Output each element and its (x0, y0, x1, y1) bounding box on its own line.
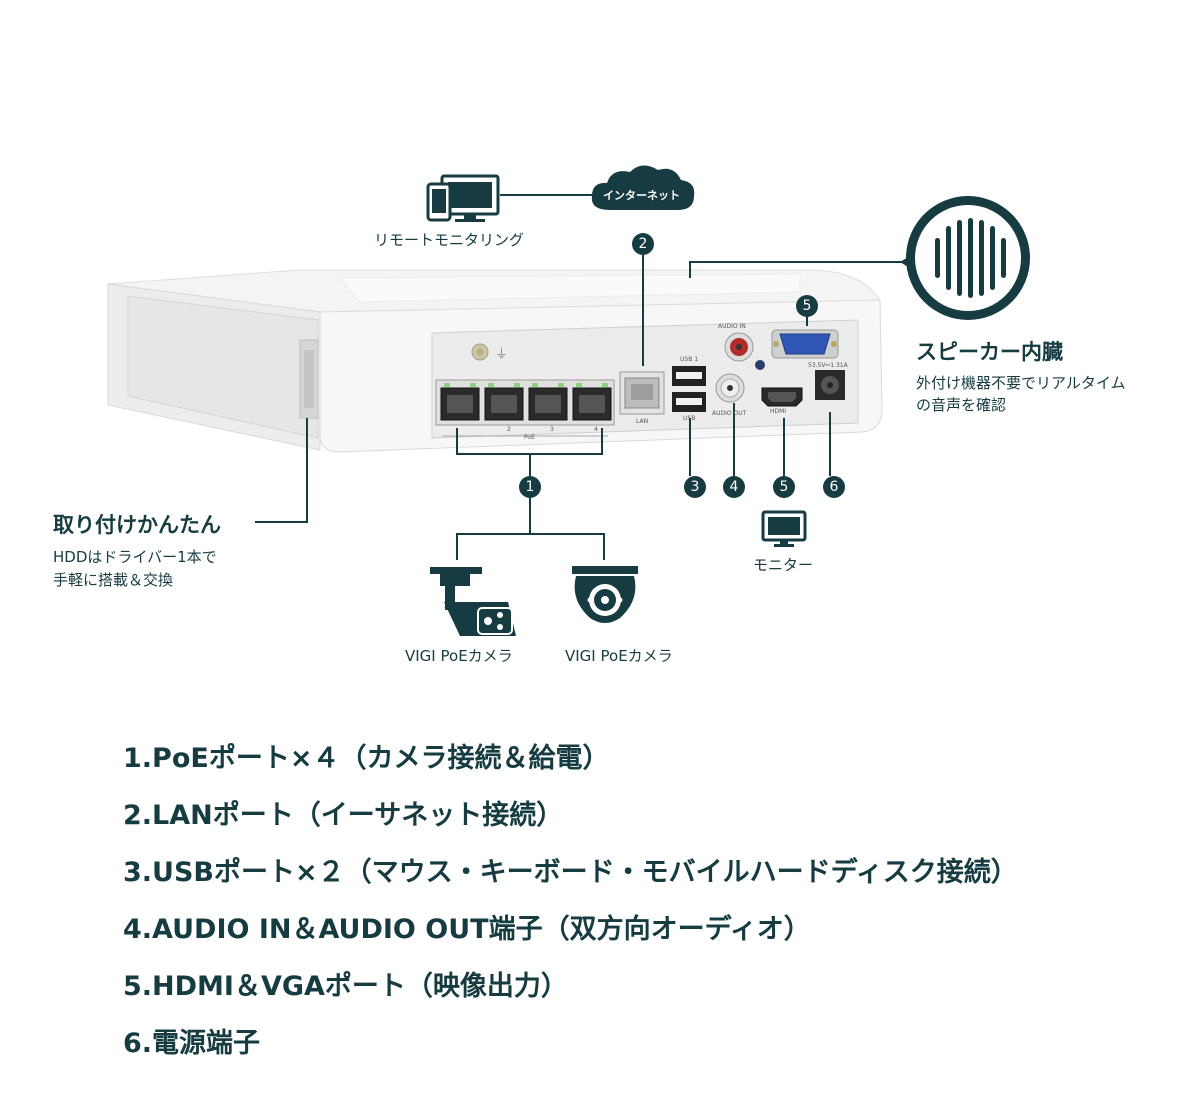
power-rating-label: 53.5V⎓1.31A (808, 362, 848, 369)
mount-desc-line1: HDDはドライバー1本で (53, 548, 217, 566)
legend-item-poe: 1.PoEポート×４（カメラ接続＆給電） (123, 743, 610, 774)
port-4-label: 4 (594, 426, 598, 433)
lan-label: LAN (636, 418, 649, 425)
mount-desc-line2: 手軽に搭載＆交換 (53, 571, 174, 589)
speaker-title: スピーカー内臓 (916, 340, 1063, 364)
callout-4: 4 (723, 476, 745, 498)
callout-3: 3 (684, 476, 706, 498)
monitor-label: モニター (753, 556, 814, 574)
audio-in-label: AUDIO IN (718, 323, 746, 330)
callout-5-hdmi: 5 (773, 476, 795, 498)
svg-text:⏚: ⏚ (495, 347, 508, 362)
internet-label: インターネット (603, 189, 680, 202)
audio-out-label: AUDIO OUT (712, 410, 747, 417)
port-3-label: 3 (550, 426, 554, 433)
usb-label: USB (683, 415, 696, 422)
poe-label: PoE (524, 434, 535, 441)
remote-monitor-icon (426, 174, 500, 222)
speaker-desc-line2: の音声を確認 (916, 396, 1007, 414)
legend-item-lan: 2.LANポート（イーサネット接続） (123, 800, 564, 831)
hdmi-port (761, 387, 803, 407)
vga-port (771, 329, 839, 359)
connector-lines (255, 194, 910, 560)
audio-jacks (715, 332, 765, 403)
nvr-device: ⏚ (107, 269, 883, 453)
internet-cloud (591, 165, 695, 210)
callout-2: 2 (632, 233, 654, 255)
usb-ports (672, 366, 706, 412)
lan-port (619, 371, 665, 415)
bullet-camera-icon (430, 567, 516, 636)
legend-item-power: 6.電源端子 (123, 1028, 261, 1059)
power-port (815, 370, 845, 400)
speaker-desc-line1: 外付け機器不要でリアルタイム (916, 374, 1126, 392)
mount-title: 取り付けかんたん (53, 513, 221, 537)
monitor-icon (761, 510, 807, 547)
legend-item-video: 5.HDMI＆VGAポート（映像出力） (123, 971, 568, 1002)
callout-1: 1 (519, 476, 541, 498)
legend-item-usb: 3.USBポート×２（マウス・キーボード・モバイルハードディスク接続） (123, 857, 1018, 888)
poe-ports (435, 379, 615, 437)
remote-monitoring-label: リモートモニタリング (374, 231, 525, 249)
dome-camera-label: VIGI PoEカメラ (565, 647, 673, 665)
callout-5-vga: 5 (796, 295, 818, 317)
dome-camera-icon (572, 566, 638, 623)
speaker-icon (900, 196, 1030, 320)
port-2-label: 2 (507, 426, 511, 433)
callout-6: 6 (823, 476, 845, 498)
hdmi-label: HDMI (770, 408, 787, 415)
legend-item-audio: 4.AUDIO IN＆AUDIO OUT端子（双方向オーディオ） (123, 914, 811, 945)
usb1-label: USB 1 (680, 356, 699, 363)
bullet-camera-label: VIGI PoEカメラ (405, 647, 513, 665)
port-legend: 1.PoEポート×４（カメラ接続＆給電） 2.LANポート（イーサネット接続） … (123, 730, 1018, 1072)
